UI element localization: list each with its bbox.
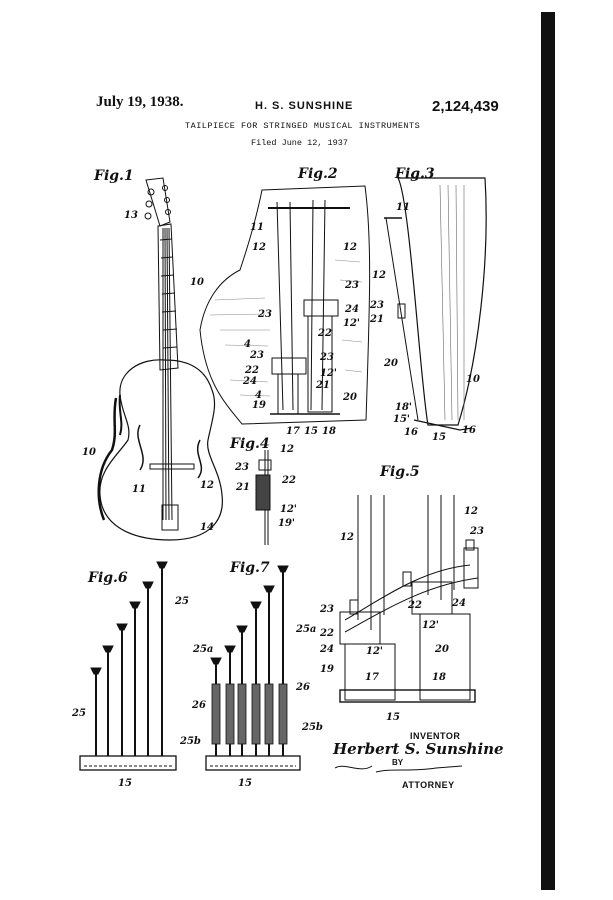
label-25: 25 — [71, 708, 86, 719]
label-19p: 19' — [278, 518, 295, 529]
label-26: 26 — [191, 700, 206, 711]
fig7-title: Fig.7 — [229, 560, 270, 576]
label-12: 12 — [464, 506, 478, 517]
label-25: 25 — [174, 596, 189, 607]
fig3-drawing — [384, 177, 487, 431]
label-12p: 12' — [422, 620, 439, 631]
fig3-title: Fig.3 — [394, 166, 435, 182]
label-12p: 12' — [366, 646, 383, 657]
label-16: 16 — [404, 427, 418, 438]
label-12: 12 — [340, 532, 354, 543]
label-22: 22 — [281, 475, 296, 486]
label-24: 24 — [344, 304, 359, 315]
label-12p: 12' — [280, 504, 297, 515]
label-22: 22 — [319, 628, 334, 639]
label-19: 19 — [320, 664, 334, 675]
label-18: 18 — [432, 672, 446, 683]
label-17: 17 — [286, 426, 300, 437]
label-20: 20 — [383, 358, 398, 369]
fig6-title: Fig.6 — [87, 570, 128, 586]
label-12: 12 — [280, 444, 294, 455]
label-15: 15 — [304, 426, 318, 437]
label-11: 11 — [396, 202, 410, 213]
label-26: 26 — [295, 682, 310, 693]
inventor-label: INVENTOR — [410, 731, 461, 741]
label-22: 22 — [407, 600, 422, 611]
label-12: 12 — [372, 270, 386, 281]
label-15: 15 — [386, 712, 400, 723]
label-23: 23 — [249, 350, 264, 361]
fig4-drawing — [255, 450, 272, 545]
label-4: 4 — [255, 390, 262, 401]
label-11: 11 — [250, 222, 264, 233]
label-22: 22 — [244, 365, 259, 376]
by-label: BY — [392, 758, 404, 767]
label-21: 21 — [369, 314, 384, 325]
label-23: 23 — [319, 352, 334, 363]
label-12: 12 — [252, 242, 266, 253]
fig2-title: Fig.2 — [297, 166, 338, 182]
label-18p: 18' — [395, 402, 412, 413]
label-23: 23 — [257, 309, 272, 320]
fig6-drawing — [79, 561, 177, 771]
patent-number: 2,124,439 — [432, 98, 499, 115]
label-12: 12 — [343, 242, 357, 253]
label-23: 23 — [344, 280, 359, 291]
label-23: 23 — [469, 526, 484, 537]
page-edge-bar — [541, 12, 555, 890]
fig2-drawing — [199, 185, 371, 425]
label-17: 17 — [365, 672, 379, 683]
label-25a: 25a — [192, 644, 213, 655]
label-15: 15 — [238, 778, 252, 789]
label-12p: 12' — [343, 318, 360, 329]
label-13: 13 — [124, 210, 138, 221]
label-24: 24 — [319, 644, 334, 655]
label-15: 15 — [432, 432, 446, 443]
label-16: 16 — [462, 425, 476, 436]
filed-date: Filed June 12, 1937 — [251, 138, 348, 148]
label-18: 18 — [322, 426, 336, 437]
label-24: 24 — [242, 376, 257, 387]
label-15: 15 — [118, 778, 132, 789]
patent-title: TAILPIECE FOR STRINGED MUSICAL INSTRUMEN… — [185, 121, 421, 131]
fig5-title: Fig.5 — [379, 464, 420, 480]
fig7-drawing — [205, 565, 301, 771]
label-21: 21 — [235, 482, 250, 493]
fig1-title: Fig.1 — [93, 168, 134, 184]
label-10: 10 — [190, 277, 204, 288]
label-24: 24 — [451, 598, 466, 609]
reference-numerals: 13 10 11 12 14 11 12 12 10 23 24 12' 23 … — [71, 202, 484, 789]
label-10: 10 — [82, 447, 96, 458]
label-20: 20 — [342, 392, 357, 403]
label-25b: 25b — [179, 736, 201, 747]
label-14: 14 — [200, 522, 214, 533]
label-23: 23 — [369, 300, 384, 311]
label-12: 12 — [200, 480, 214, 491]
label-10: 10 — [466, 374, 480, 385]
label-21: 21 — [315, 380, 330, 391]
label-4: 4 — [244, 339, 251, 350]
label-19: 19 — [252, 400, 266, 411]
fig5-drawing — [339, 495, 479, 703]
label-22: 22 — [317, 328, 332, 339]
label-23: 23 — [234, 462, 249, 473]
inventor-signature: Herbert S. Sunshine — [333, 740, 504, 758]
label-11: 11 — [132, 484, 146, 495]
label-25b: 25b — [301, 722, 323, 733]
label-15p: 15' — [393, 414, 410, 425]
fig4-title: Fig.4 — [229, 436, 270, 452]
label-23: 23 — [319, 604, 334, 615]
attorney-handwritten-signature — [0, 0, 1, 1]
attorney-label: ATTORNEY — [402, 780, 455, 790]
inventor-header: H. S. SUNSHINE — [255, 100, 354, 112]
label-25a: 25a — [295, 624, 316, 635]
fig1-guitar-drawing — [97, 177, 223, 541]
label-12p: 12' — [320, 368, 337, 379]
patent-date: July 19, 1938. — [96, 94, 184, 110]
label-20: 20 — [434, 644, 449, 655]
